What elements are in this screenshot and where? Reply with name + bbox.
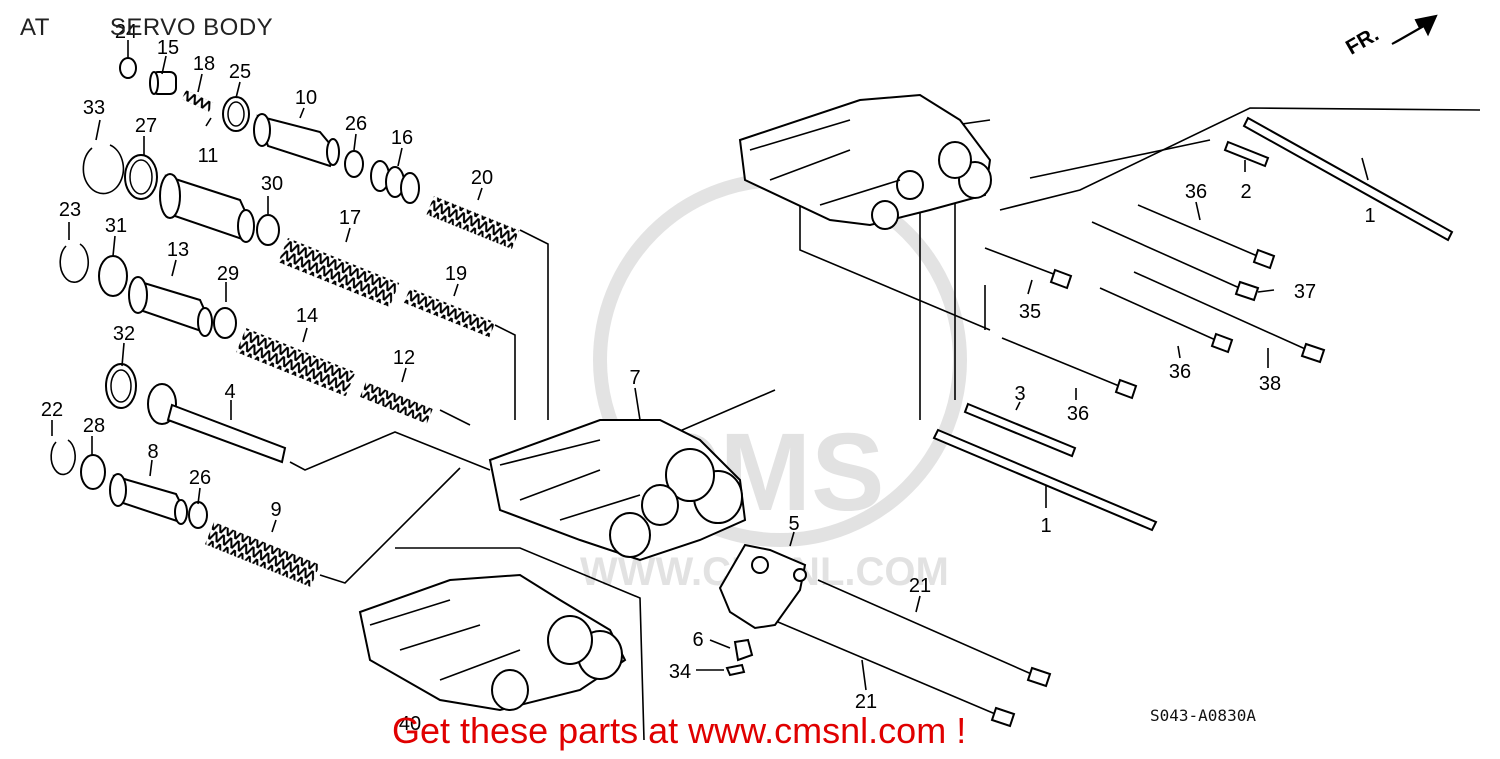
- bolt-21a[interactable]: [817, 579, 1052, 688]
- callout-26: 26: [189, 467, 211, 489]
- filter-6[interactable]: [733, 638, 754, 662]
- o-ring-26b[interactable]: [188, 501, 208, 529]
- callout-30: 30: [261, 173, 283, 195]
- shaft-4[interactable]: [147, 383, 287, 464]
- callout-38: 38: [1259, 373, 1281, 395]
- callout-36: 36: [1185, 181, 1207, 203]
- callout-8: 8: [147, 441, 158, 463]
- bolt-21b[interactable]: [777, 621, 1016, 728]
- callout-23: 23: [59, 199, 81, 221]
- callout-21: 21: [855, 691, 877, 713]
- callout-36: 36: [1067, 403, 1089, 425]
- callout-16: 16: [391, 127, 413, 149]
- callout-1: 1: [1040, 515, 1051, 537]
- callout-33: 33: [83, 97, 105, 119]
- callout-6: 6: [692, 629, 703, 651]
- servo-body-40[interactable]: [358, 573, 627, 712]
- piston-8[interactable]: [109, 473, 188, 525]
- callout-22: 22: [41, 399, 63, 421]
- callout-35: 35: [1019, 301, 1041, 323]
- spring-12[interactable]: [360, 382, 433, 424]
- cap-15[interactable]: [149, 71, 177, 95]
- callout-21: 21: [909, 575, 931, 597]
- o-ring-25[interactable]: [222, 96, 250, 132]
- callout-4: 4: [224, 381, 235, 403]
- bolt-36a[interactable]: [1137, 204, 1276, 270]
- diagram-code: S043-A0830A: [1150, 706, 1256, 725]
- reference-lines: [289, 107, 1481, 741]
- circlip-23[interactable]: [59, 243, 89, 283]
- o-ring-30[interactable]: [256, 214, 280, 246]
- callout-1: 1: [1364, 205, 1375, 227]
- callout-13: 13: [167, 239, 189, 261]
- callout-9: 9: [270, 499, 281, 521]
- circlip-22[interactable]: [50, 439, 76, 476]
- callout-18: 18: [193, 53, 215, 75]
- spring-16[interactable]: [370, 160, 420, 204]
- bolt-36c[interactable]: [1001, 337, 1138, 400]
- o-ring-28[interactable]: [80, 454, 106, 490]
- circlip-33[interactable]: [82, 144, 125, 195]
- bolt-35[interactable]: [984, 247, 1073, 290]
- callout-7: 7: [629, 367, 640, 389]
- callout-25: 25: [229, 61, 251, 83]
- callout-40: 40: [399, 713, 421, 735]
- bolt-36b[interactable]: [1099, 287, 1234, 354]
- callout-26: 26: [345, 113, 367, 135]
- pin-1a[interactable]: [1242, 116, 1454, 242]
- bolt-38[interactable]: [1133, 271, 1326, 364]
- callout-2: 2: [1240, 181, 1251, 203]
- callout-20: 20: [471, 167, 493, 189]
- callout-31: 31: [105, 215, 127, 237]
- callout-15: 15: [157, 37, 179, 59]
- piston-13[interactable]: [128, 276, 213, 337]
- piston-11[interactable]: [159, 173, 255, 243]
- pin-1b[interactable]: [932, 428, 1158, 532]
- servo-body-assembly-upper: [738, 93, 992, 230]
- piston-10[interactable]: [253, 113, 340, 168]
- pin-2[interactable]: [1223, 140, 1270, 168]
- promo-banner[interactable]: Get these parts at www.cmsnl.com !: [392, 710, 967, 751]
- o-ring-27[interactable]: [124, 154, 158, 200]
- bolt-37[interactable]: [1091, 221, 1260, 302]
- callout-11: 11: [198, 145, 219, 167]
- callout-27: 27: [135, 115, 157, 137]
- callout-12: 12: [393, 347, 415, 369]
- callout-28: 28: [83, 415, 105, 437]
- snap-ring-24[interactable]: [119, 57, 137, 79]
- spring-18[interactable]: [181, 90, 214, 112]
- o-ring-32[interactable]: [105, 363, 137, 409]
- cover-5[interactable]: [718, 543, 807, 630]
- spring-20[interactable]: [426, 196, 520, 250]
- spring-14[interactable]: [236, 328, 356, 397]
- callout-32: 32: [113, 323, 135, 345]
- callout-24: 24: [115, 21, 137, 43]
- spring-17[interactable]: [278, 238, 400, 308]
- callout-17: 17: [339, 207, 361, 229]
- callout-29: 29: [217, 263, 239, 285]
- o-ring-29[interactable]: [213, 307, 237, 339]
- spring-19[interactable]: [404, 288, 496, 338]
- callout-3: 3: [1014, 383, 1025, 405]
- callout-labels: 24 15 18 25 10 33 27 26 16 11 30 20 23 1…: [41, 21, 1376, 735]
- leader-ticks: [51, 40, 1369, 691]
- front-arrow-icon: [1391, 14, 1438, 45]
- callout-37: 37: [1294, 281, 1316, 303]
- clip-34[interactable]: [725, 663, 746, 677]
- spring-9[interactable]: [205, 522, 320, 587]
- o-ring-31[interactable]: [98, 255, 128, 297]
- servo-body-7[interactable]: [488, 419, 747, 562]
- o-ring-26a[interactable]: [344, 150, 364, 178]
- callout-34: 34: [669, 661, 691, 683]
- callout-14: 14: [296, 305, 318, 327]
- callout-36: 36: [1169, 361, 1191, 383]
- pin-3[interactable]: [963, 402, 1077, 458]
- callout-19: 19: [445, 263, 467, 285]
- callout-5: 5: [788, 513, 799, 535]
- callout-10: 10: [295, 87, 317, 109]
